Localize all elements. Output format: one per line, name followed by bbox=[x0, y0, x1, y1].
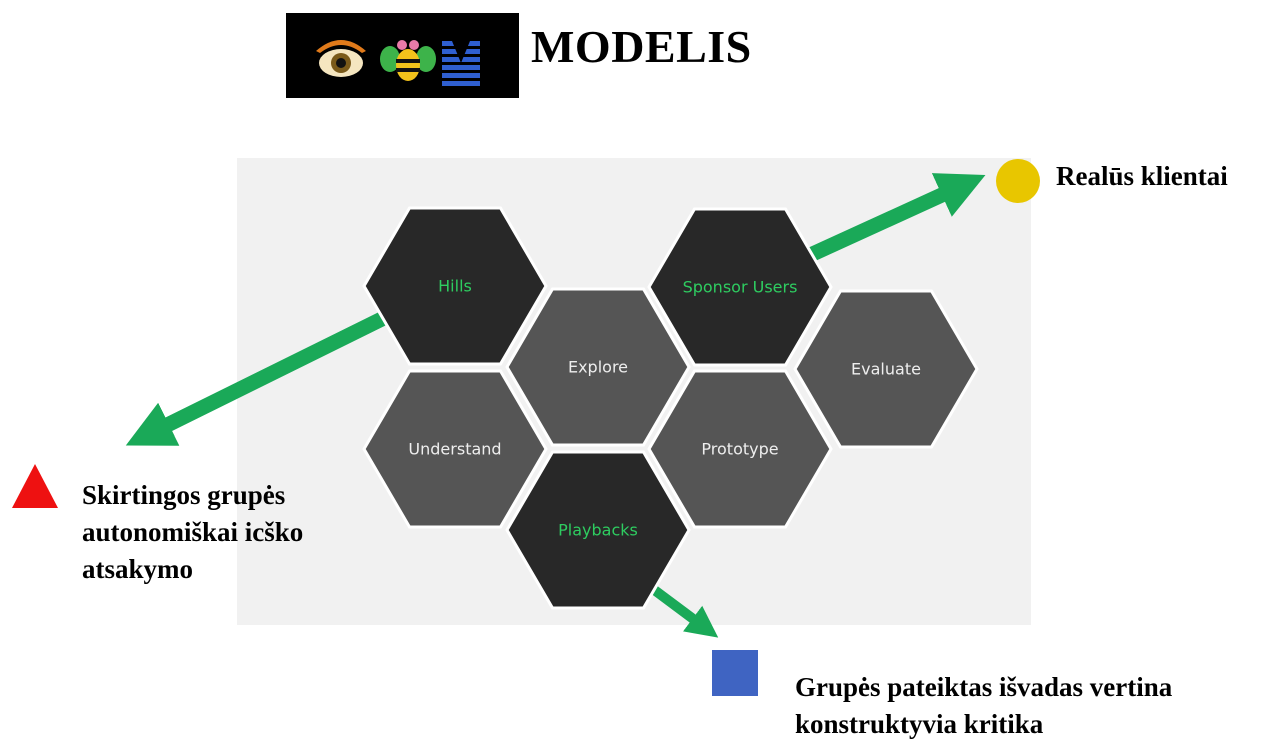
annotation-line: konstruktyvia kritika bbox=[795, 709, 1044, 739]
bee-icon bbox=[380, 40, 436, 81]
hexagon-shape bbox=[647, 207, 833, 367]
arrow-to-grupes-isvadas bbox=[642, 578, 719, 638]
hexagon-evaluate: Evaluate bbox=[793, 289, 979, 449]
annotation-line: atsakymo bbox=[82, 554, 194, 584]
hexagon-shape bbox=[647, 369, 833, 529]
annotation-line: Grupės pateiktas išvadas vertina bbox=[795, 672, 1173, 702]
annotation-line: autonomiškai icško bbox=[82, 517, 304, 547]
hexagon-label-sponsor-users: Sponsor Users bbox=[683, 278, 798, 297]
annotation-realus-klientai: Realūs klientai bbox=[1056, 158, 1228, 195]
arrow-to-realus-klientai bbox=[791, 173, 986, 269]
annotation-skirtingos-grupes: Skirtingos grupės autonomiškai icško ats… bbox=[82, 477, 303, 588]
hexagon-label-evaluate: Evaluate bbox=[851, 360, 921, 379]
red-triangle-marker bbox=[12, 464, 58, 508]
hexagon-label-understand: Understand bbox=[408, 440, 501, 459]
blue-square-marker bbox=[712, 650, 758, 696]
hexagon-shape bbox=[505, 287, 691, 447]
hexagon-shape bbox=[505, 450, 691, 610]
hexagon-playbacks: Playbacks bbox=[505, 450, 691, 610]
yellow-circle-marker bbox=[996, 159, 1040, 203]
hexagon-shape bbox=[362, 369, 548, 529]
hexagon-sponsor-users: Sponsor Users bbox=[647, 207, 833, 367]
hexagon-shape bbox=[362, 206, 548, 366]
hexagon-prototype: Prototype bbox=[647, 369, 833, 529]
hexagon-shape bbox=[793, 289, 979, 449]
hexagon-hills: Hills bbox=[362, 206, 548, 366]
page-title: MODELIS bbox=[531, 21, 752, 72]
hexagon-label-hills: Hills bbox=[438, 277, 472, 296]
hexagon-understand: Understand bbox=[362, 369, 548, 529]
m-icon bbox=[442, 41, 480, 86]
eye-icon bbox=[316, 40, 366, 77]
annotation-grupes-isvadas: Grupės pateiktas išvadas vertina konstru… bbox=[795, 669, 1172, 743]
annotation-line: Skirtingos grupės bbox=[82, 480, 286, 510]
hexagon-label-explore: Explore bbox=[568, 358, 628, 377]
hexagon-label-playbacks: Playbacks bbox=[558, 521, 638, 540]
annotation-line: Realūs klientai bbox=[1056, 161, 1228, 191]
hexagon-explore: Explore bbox=[505, 287, 691, 447]
logo bbox=[286, 13, 519, 98]
arrow-to-skirtingos-grupes bbox=[125, 298, 414, 446]
hexagon-label-prototype: Prototype bbox=[701, 440, 778, 459]
arrows bbox=[125, 173, 986, 638]
